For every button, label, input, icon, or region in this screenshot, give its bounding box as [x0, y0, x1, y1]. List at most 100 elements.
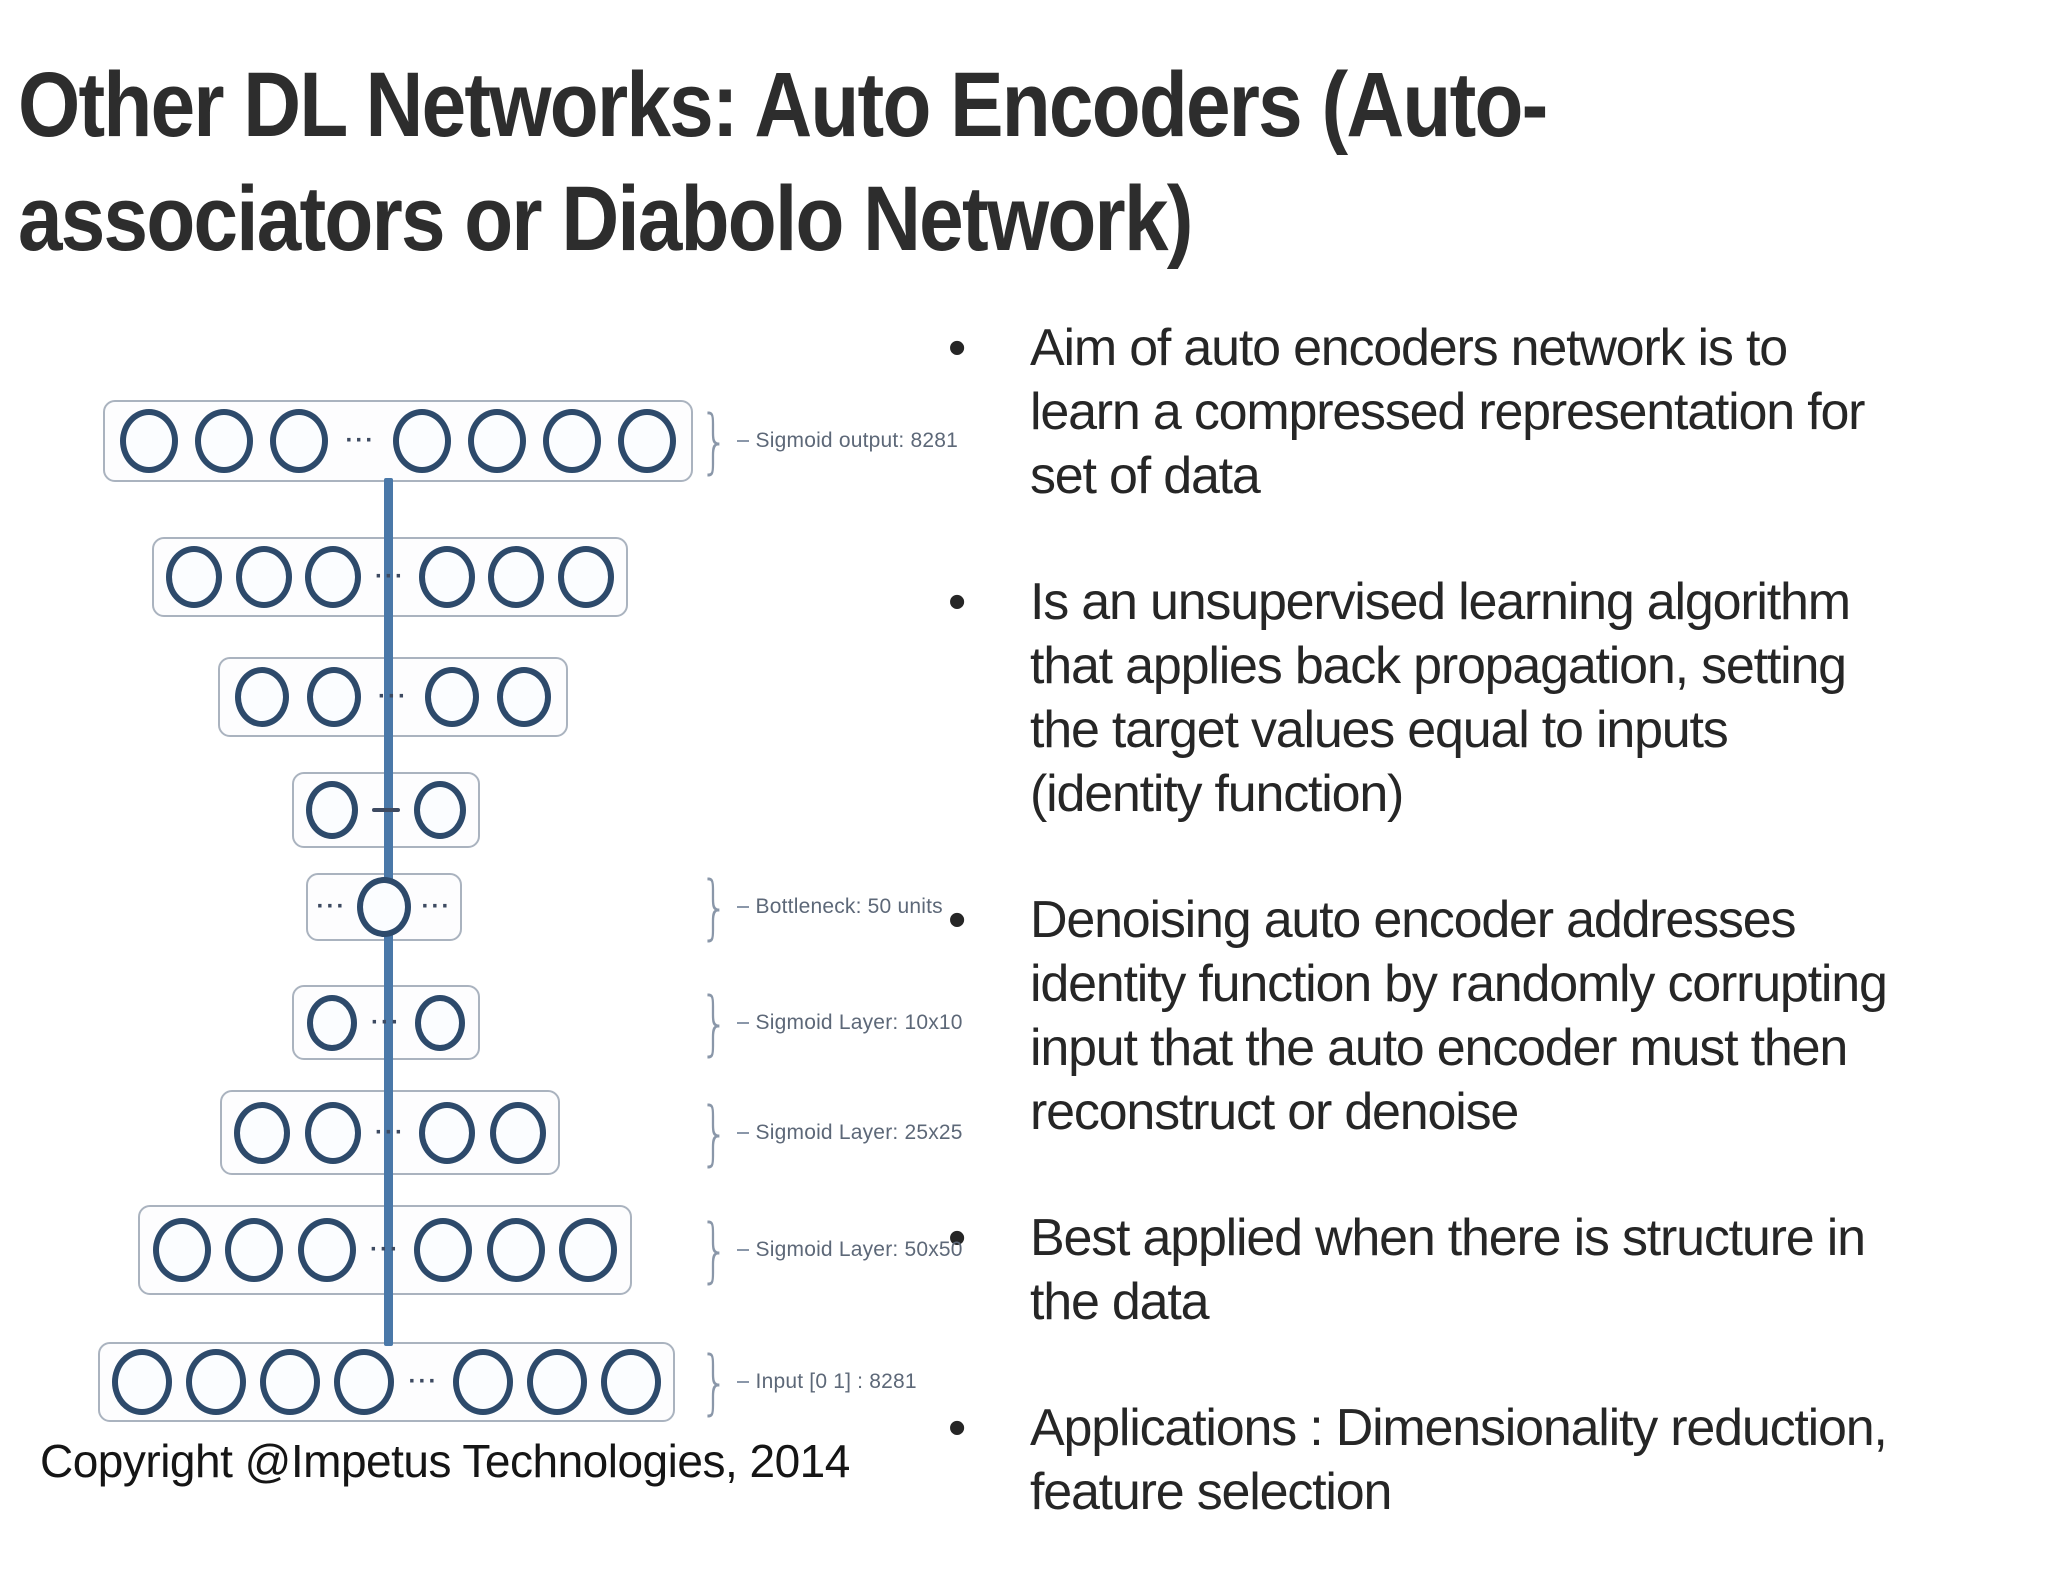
- title-line-2: associators or Diabolo Network): [18, 168, 1193, 270]
- neuron-circle: [195, 409, 254, 473]
- neuron-circle: [414, 1218, 473, 1282]
- bullet-marker: •: [948, 891, 967, 949]
- layer-label: }Sigmoid output: 8281: [692, 406, 958, 476]
- network-layer: ···: [220, 1090, 560, 1175]
- ellipsis-dots: ···: [345, 427, 376, 454]
- neuron-circle: [305, 546, 362, 608]
- neuron-circle: [304, 1101, 361, 1164]
- slide: { "slide": { "title": "Other DL Networks…: [18, 48, 1888, 1521]
- neuron-circle: [467, 409, 526, 473]
- label-tick: [736, 1381, 749, 1383]
- neuron-circle: [526, 1349, 587, 1415]
- neuron-circle: [600, 1349, 661, 1415]
- bullet-text: Best applied when there is structure in …: [1030, 1209, 1866, 1331]
- network-layer: ···: [218, 657, 568, 737]
- neuron-circle: [334, 1349, 395, 1415]
- label-tick: [736, 440, 749, 442]
- bullet-text: Applications : Dimensionality reduction,…: [1030, 1399, 1888, 1521]
- network-layer: [292, 772, 480, 848]
- neuron-circle: [489, 1101, 546, 1164]
- connector-dash: [372, 808, 400, 812]
- layer-label-text: Input [0 1] : 8281: [755, 1370, 917, 1393]
- layer-label: }Sigmoid Layer: 25x25: [692, 1098, 963, 1168]
- bullet-marker: •: [948, 319, 967, 377]
- neuron-circle: [260, 1349, 321, 1415]
- neuron-circle: [452, 1349, 513, 1415]
- ellipsis-dots: ···: [377, 683, 408, 710]
- ellipsis-dots: ···: [375, 563, 405, 590]
- layer-label: }Input [0 1] : 8281: [692, 1347, 917, 1417]
- neuron-circle: [306, 667, 361, 727]
- curly-brace-icon: }: [699, 1341, 729, 1423]
- neuron-circle: [270, 409, 329, 473]
- curly-brace-icon: }: [699, 866, 729, 948]
- neuron-circle: [425, 667, 480, 727]
- neuron-circle: [297, 1218, 356, 1282]
- layer-label-text: Sigmoid Layer: 25x25: [755, 1120, 963, 1144]
- layer-label-text: Sigmoid Layer: 50x50: [755, 1238, 963, 1261]
- title-line-1: Other DL Networks: Auto Encoders (Auto-: [18, 54, 1548, 156]
- layer-label: }Sigmoid Layer: 10x10: [692, 988, 963, 1058]
- autoencoder-diagram: ···}Sigmoid output: 8281············}Bot…: [98, 400, 963, 1422]
- neuron-circle: [415, 994, 466, 1051]
- neuron-circle: [186, 1349, 247, 1415]
- neuron-circle: [542, 409, 601, 473]
- curly-brace-icon: }: [699, 1209, 729, 1291]
- network-layer: ···: [98, 1342, 675, 1422]
- network-layer: ···: [292, 985, 480, 1060]
- bullet-text: Is an unsupervised learning algorithm th…: [1030, 573, 1851, 823]
- bullet-item: • Is an unsupervised learning algorithm …: [948, 570, 2038, 826]
- ellipsis-dots: ···: [421, 893, 452, 920]
- neuron-circle: [496, 667, 551, 727]
- curly-brace-icon: }: [699, 1091, 729, 1174]
- label-tick: [736, 906, 749, 908]
- neuron-circle: [559, 1218, 618, 1282]
- neuron-circle: [235, 667, 290, 727]
- bullet-text: Denoising auto encoder addresses identit…: [1030, 891, 1888, 1141]
- neuron-circle: [486, 1218, 545, 1282]
- neuron-circle: [120, 409, 179, 473]
- bullet-marker: •: [948, 1209, 967, 1267]
- neuron-circle: [225, 1218, 283, 1282]
- neuron-circle: [152, 1218, 211, 1282]
- layer-label-text: Bottleneck: 50 units: [755, 895, 943, 918]
- bullet-text: Aim of auto encoders network is to learn…: [1030, 319, 1865, 505]
- layer-label-text: Sigmoid Layer: 10x10: [755, 1010, 963, 1034]
- ellipsis-dots: ···: [316, 893, 347, 920]
- network-layer: ···: [138, 1205, 632, 1295]
- network-layer: ···: [103, 400, 693, 482]
- neuron-circle: [617, 409, 676, 473]
- neuron-circle: [356, 877, 411, 937]
- layer-label-text: Sigmoid output: 8281: [755, 429, 959, 452]
- neuron-circle: [414, 781, 466, 839]
- label-tick: [736, 1021, 749, 1024]
- bullet-marker: •: [948, 573, 967, 631]
- ellipsis-dots: ···: [370, 1236, 400, 1263]
- neuron-circle: [234, 1101, 291, 1164]
- ellipsis-dots: ···: [371, 1008, 401, 1036]
- neuron-circle: [558, 546, 615, 608]
- ellipsis-dots: ···: [374, 1118, 405, 1146]
- network-layer: ··· ···: [306, 873, 462, 941]
- neuron-circle: [418, 546, 475, 608]
- label-tick: [736, 1249, 749, 1251]
- label-tick: [736, 1131, 749, 1134]
- neuron-circle: [392, 409, 451, 473]
- copyright-text: Copyright @Impetus Technologies, 2014: [40, 1435, 850, 1487]
- neuron-circle: [419, 1101, 476, 1164]
- ellipsis-dots: ···: [408, 1368, 439, 1395]
- layer-label: }Sigmoid Layer: 50x50: [692, 1215, 963, 1285]
- neuron-circle: [235, 546, 292, 608]
- curly-brace-icon: }: [699, 981, 729, 1064]
- neuron-circle: [488, 546, 545, 608]
- neuron-circle: [306, 781, 358, 839]
- layer-label: }Bottleneck: 50 units: [692, 872, 943, 942]
- neuron-circle: [306, 994, 357, 1051]
- bullet-item: • Aim of auto encoders network is to lea…: [948, 316, 2038, 508]
- page-title: Other DL Networks: Auto Encoders (Auto- …: [18, 48, 1548, 276]
- neuron-circle: [112, 1349, 173, 1415]
- bullet-list: • Aim of auto encoders network is to lea…: [948, 316, 2038, 1586]
- bullet-item: • Applications : Dimensionality reductio…: [948, 1396, 2038, 1524]
- curly-brace-icon: }: [699, 400, 729, 482]
- bullet-item: • Denoising auto encoder addresses ident…: [948, 888, 2038, 1144]
